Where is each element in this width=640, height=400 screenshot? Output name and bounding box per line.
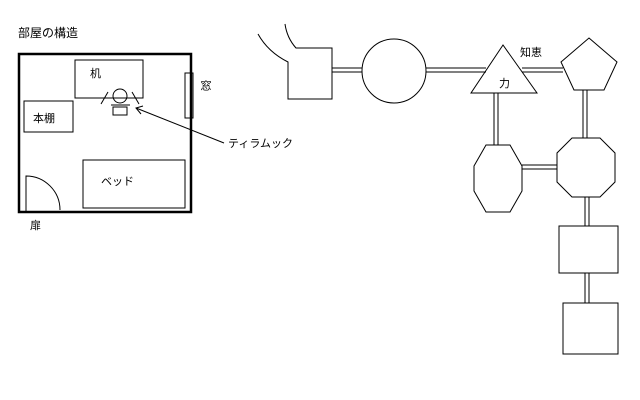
room-title: 部屋の構造 xyxy=(18,26,79,40)
hexagon-node xyxy=(473,144,523,213)
window-label: 窓 xyxy=(199,80,212,91)
triangle-node xyxy=(470,44,538,94)
window xyxy=(184,72,194,119)
circle-node xyxy=(361,38,427,104)
triangle-label: 力 xyxy=(499,77,510,90)
bookshelf xyxy=(23,100,74,133)
pointer-arrow xyxy=(135,105,225,144)
square-node-2 xyxy=(562,302,619,355)
octagon-node xyxy=(556,137,616,198)
connector-circle-triangle xyxy=(426,67,486,73)
pentagon-node xyxy=(560,37,618,91)
triangle-caption: 知恵 xyxy=(520,46,542,59)
desk-label: 机 xyxy=(90,67,101,80)
connector-octagon-square1 xyxy=(584,197,590,226)
door-swing xyxy=(25,175,61,212)
connector-triangle-pentagon xyxy=(522,67,563,73)
desk xyxy=(74,59,144,99)
connector-square1-square2 xyxy=(584,273,590,303)
square-node-1 xyxy=(558,225,619,274)
connector-hexagon-octagon xyxy=(522,164,557,170)
connector-hand-circle xyxy=(332,67,362,73)
bed xyxy=(82,159,186,209)
person-icon xyxy=(100,88,140,116)
pointer-label: ティラムック xyxy=(228,137,294,150)
bookshelf-label: 本棚 xyxy=(33,112,55,125)
door-label: 扉 xyxy=(30,219,41,232)
connector-pentagon-octagon xyxy=(582,90,588,138)
room-outline xyxy=(17,52,193,214)
connector-triangle-hexagon xyxy=(493,93,499,145)
hand-shape xyxy=(257,23,333,100)
bed-label: ベッド xyxy=(101,175,134,188)
